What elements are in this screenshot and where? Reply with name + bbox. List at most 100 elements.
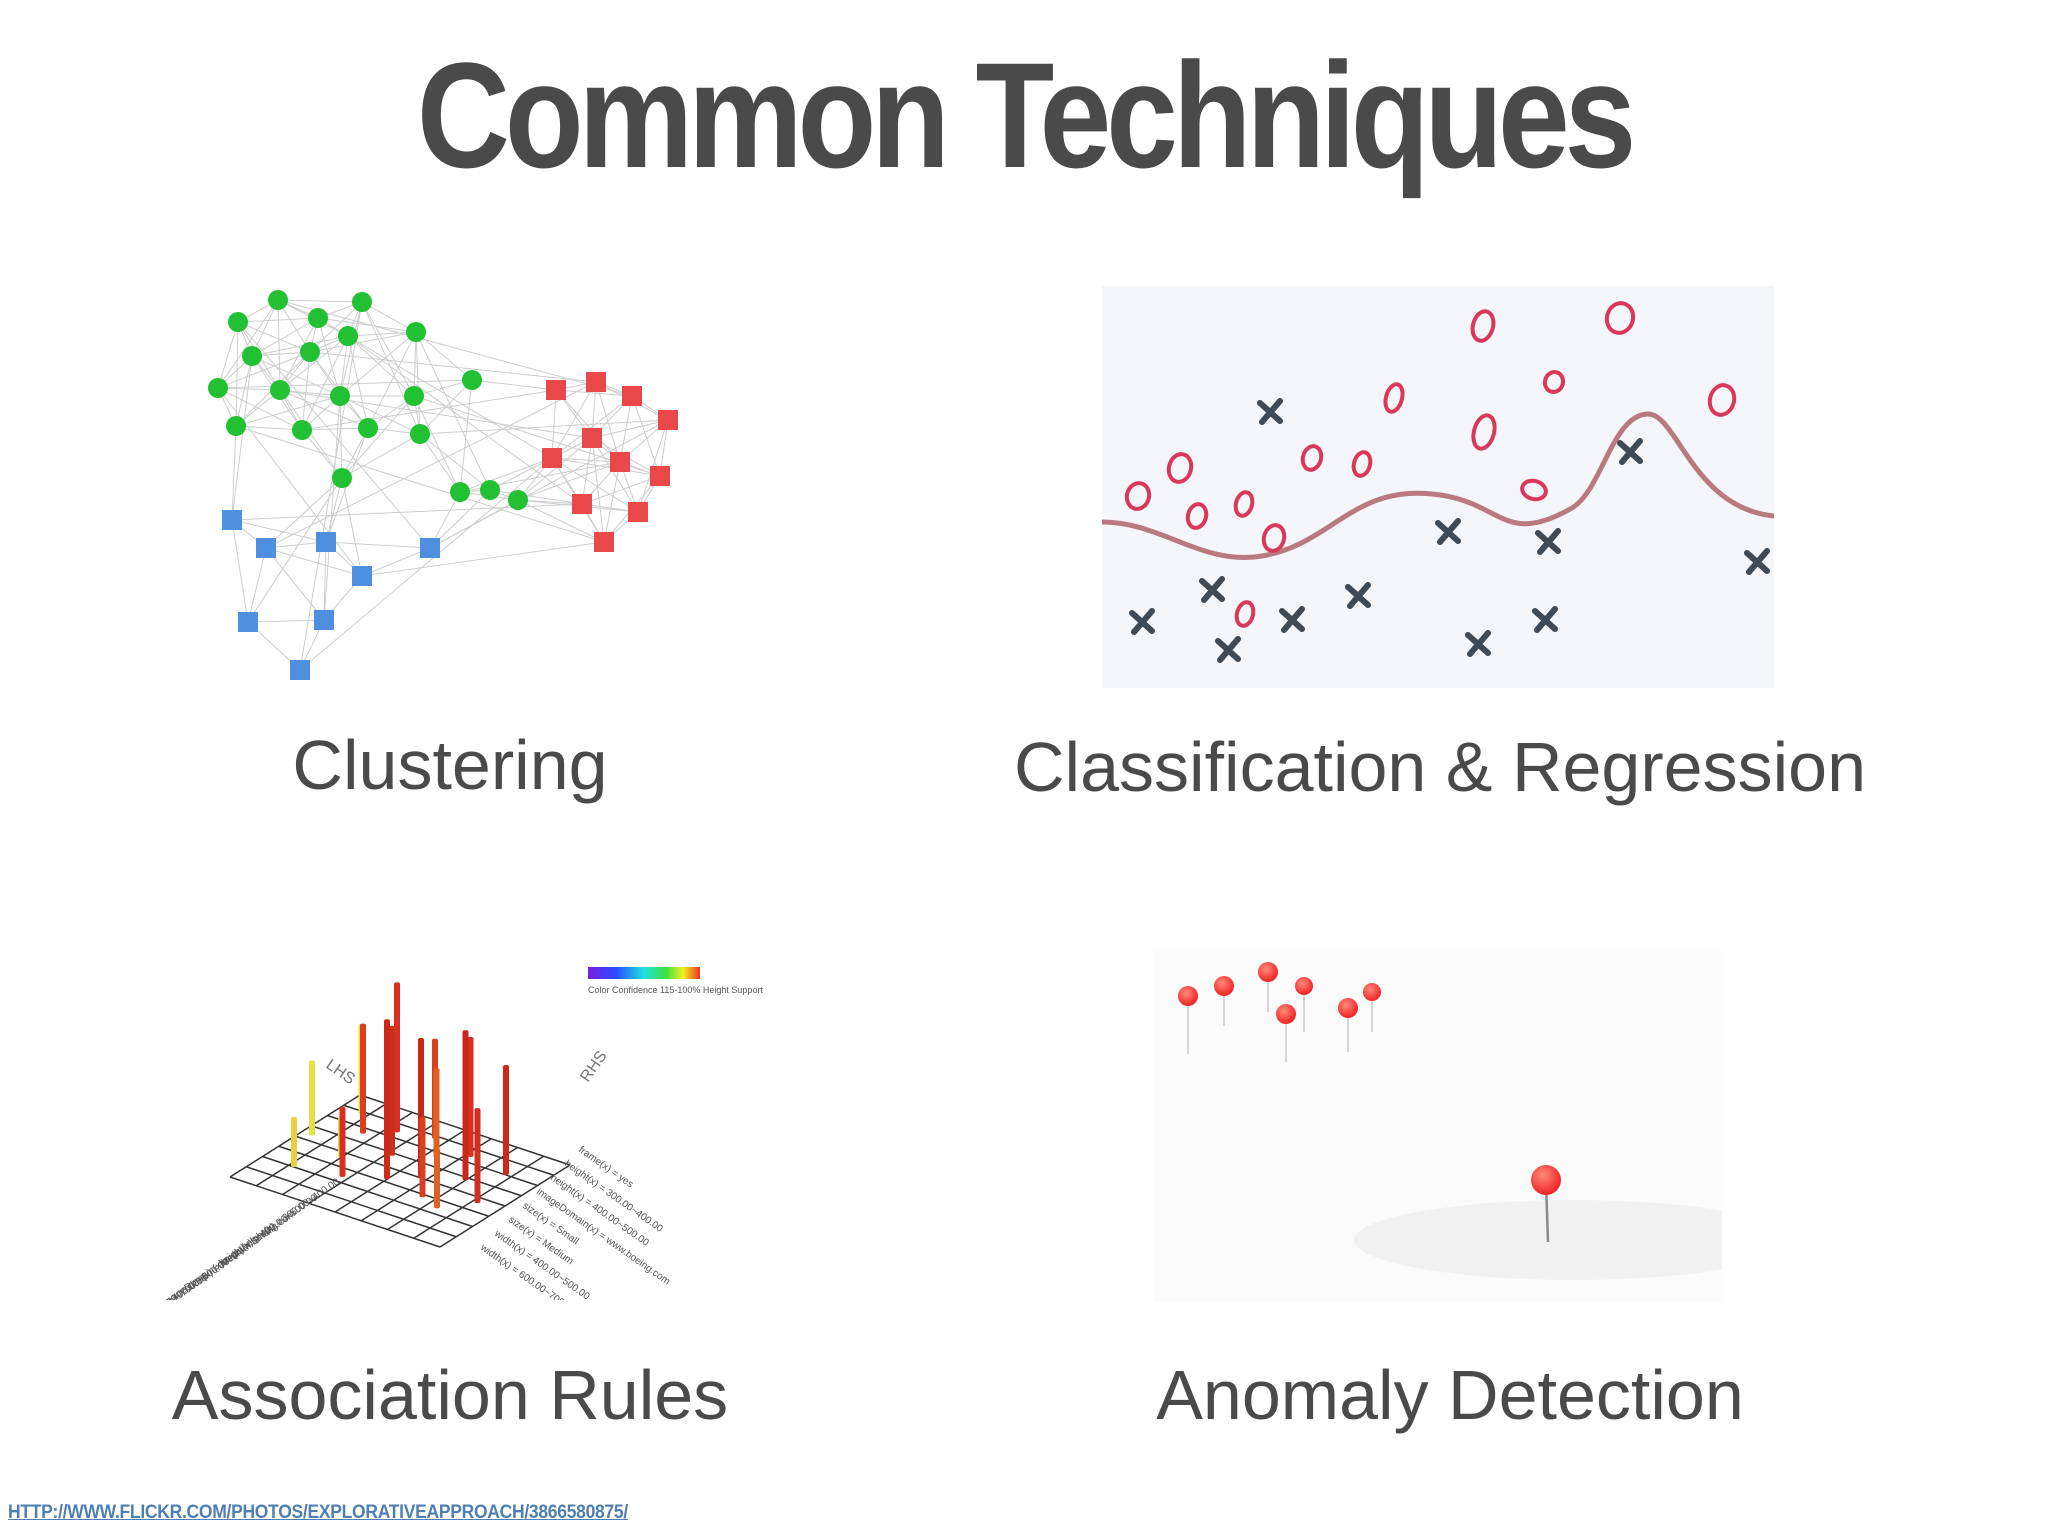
green-node xyxy=(330,386,350,406)
o-mark xyxy=(1707,383,1737,417)
o-mark xyxy=(1470,309,1496,343)
o-mark xyxy=(1604,301,1636,335)
green-node xyxy=(338,326,358,346)
red-node xyxy=(628,502,648,522)
lhs-axis-label: LHS xyxy=(323,1056,358,1088)
green-node xyxy=(508,490,528,510)
x-mark xyxy=(1279,606,1305,633)
rule-bar xyxy=(474,1108,481,1204)
blue-node xyxy=(352,566,372,586)
x-mark xyxy=(1345,582,1371,609)
red-node xyxy=(546,380,566,400)
rule-bar xyxy=(467,1036,474,1157)
blue-node xyxy=(256,538,276,558)
green-node xyxy=(226,416,246,436)
rule-bar xyxy=(389,1025,395,1156)
red-node xyxy=(586,372,606,392)
pin-head xyxy=(1295,977,1313,995)
o-mark xyxy=(1471,413,1497,451)
green-node xyxy=(300,342,320,362)
pin-head xyxy=(1276,1004,1296,1024)
green-node xyxy=(404,386,424,406)
green-node xyxy=(308,308,328,328)
rule-bar xyxy=(360,1023,366,1134)
anomaly-detection-image xyxy=(1154,950,1722,1302)
pin-head xyxy=(1338,998,1358,1018)
o-mark xyxy=(1261,523,1287,553)
x-mark xyxy=(1215,636,1241,663)
red-node xyxy=(542,448,562,468)
green-node xyxy=(480,480,500,500)
x-mark xyxy=(1465,630,1491,657)
blue-node xyxy=(238,612,258,632)
rule-bar xyxy=(339,1106,346,1177)
pin-head xyxy=(1363,983,1381,1001)
o-mark xyxy=(1233,490,1255,518)
green-node xyxy=(410,424,430,444)
o-mark xyxy=(1166,452,1194,484)
ground-shadow xyxy=(1354,1200,1722,1280)
x-mark xyxy=(1617,438,1643,465)
blue-node xyxy=(316,532,336,552)
rule-bar xyxy=(309,1060,315,1136)
pushpin-icon xyxy=(1154,950,1722,1302)
graph-edges xyxy=(217,299,669,671)
blue-node xyxy=(314,610,334,630)
o-mark xyxy=(1351,450,1373,478)
green-node xyxy=(332,468,352,488)
technique-label-anomaly-detection: Anomaly Detection xyxy=(1156,1356,1744,1434)
o-mark xyxy=(1124,481,1152,511)
o-mark xyxy=(1383,382,1405,414)
red-node xyxy=(650,466,670,486)
green-node xyxy=(406,322,426,342)
green-node xyxy=(292,420,312,440)
slide-title: Common Techniques xyxy=(416,31,1636,199)
o-mark xyxy=(1300,444,1324,472)
green-node xyxy=(208,378,228,398)
rule-bar xyxy=(419,1117,426,1198)
o-mark xyxy=(1234,600,1256,628)
red-node xyxy=(572,494,592,514)
decision-boundary xyxy=(1102,411,1774,560)
green-node xyxy=(352,292,372,312)
pin-head xyxy=(1178,986,1198,1006)
x-mark xyxy=(1257,398,1283,425)
rule-bar xyxy=(433,1068,440,1159)
green-node xyxy=(358,418,378,438)
color-legend-bar xyxy=(588,967,700,979)
o-mark xyxy=(1542,370,1566,394)
rhs-axis-label: RHS xyxy=(577,1048,610,1085)
clustering-image xyxy=(200,280,700,700)
pin-head xyxy=(1214,976,1234,996)
technique-label-association-rules: Association Rules xyxy=(171,1356,729,1434)
decision-boundary-icon xyxy=(1102,286,1774,688)
red-node xyxy=(610,452,630,472)
legend-label: Color Confidence 115-100% Height Support xyxy=(588,985,763,995)
sketch-background xyxy=(1102,286,1774,688)
green-node xyxy=(228,312,248,332)
x-mark xyxy=(1744,548,1770,575)
3d-bar-plot-icon: Color Confidence 115-100% Height Support… xyxy=(110,967,763,1300)
rule-bar xyxy=(394,982,400,1133)
o-mark xyxy=(1185,502,1209,530)
technique-label-classification: Classification & Regression xyxy=(1013,728,1867,806)
x-mark xyxy=(1532,606,1558,633)
source-link[interactable]: HTTP://WWW.FLICKR.COM/PHOTOS/EXPLORATIVE… xyxy=(8,1502,628,1523)
red-node xyxy=(582,428,602,448)
x-mark xyxy=(1535,528,1561,555)
green-node xyxy=(242,346,262,366)
network-graph-icon xyxy=(208,290,678,680)
o-mark xyxy=(1520,478,1548,502)
rule-bar xyxy=(384,1019,390,1180)
technique-label-clustering: Clustering xyxy=(292,726,608,804)
red-node xyxy=(658,410,678,430)
blue-node xyxy=(420,538,440,558)
blue-node xyxy=(290,660,310,680)
classification-image xyxy=(1102,286,1774,688)
x-mark xyxy=(1129,608,1155,635)
blue-node xyxy=(222,510,242,530)
green-node xyxy=(462,370,482,390)
rule-bar xyxy=(462,1030,469,1181)
green-node xyxy=(450,482,470,502)
rule-bar xyxy=(291,1117,297,1167)
